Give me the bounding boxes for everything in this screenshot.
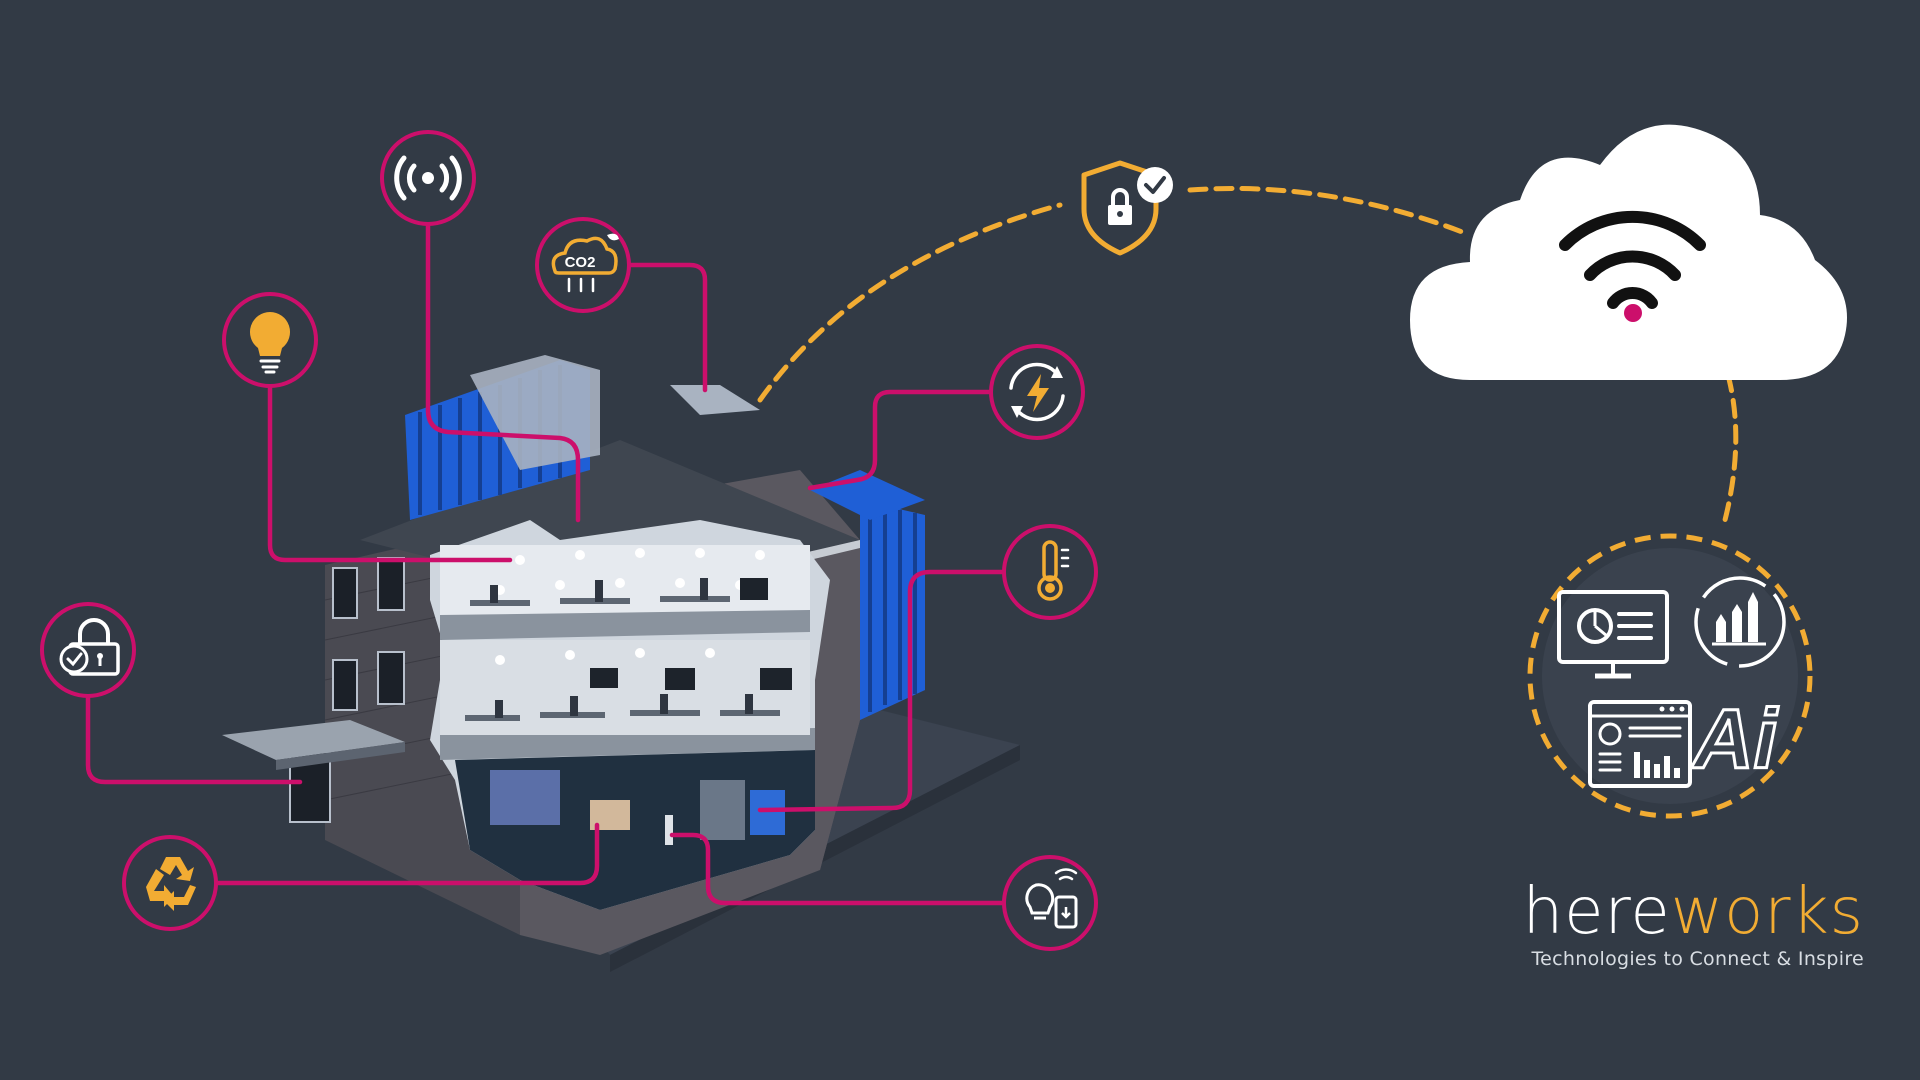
brand-tagline: Technologies to Connect & Inspire xyxy=(1531,948,1864,970)
security-lock-icon xyxy=(40,602,136,698)
brand-word-part1: here xyxy=(1522,875,1671,949)
shield-lock-check-icon xyxy=(1081,160,1173,256)
ai-icon: Ai xyxy=(1690,691,1781,788)
ai-label: Ai xyxy=(1691,692,1779,786)
sensor-icons: CO2 xyxy=(40,130,1098,951)
brand-word-part2: works xyxy=(1670,875,1864,949)
recycling-icon xyxy=(122,835,218,931)
analytics-growth-cycle-icon xyxy=(1694,576,1786,668)
connector-wireless xyxy=(425,222,581,523)
platform-hub: Ai xyxy=(1527,533,1813,819)
sensor-connectors xyxy=(85,222,1006,906)
cloud-to-platform-link xyxy=(1722,372,1739,523)
brand-logo: hereworks Technologies to Connect & Insp… xyxy=(1444,880,1864,970)
building-cutaway xyxy=(222,355,1020,972)
connector-smart-device xyxy=(669,832,1006,906)
cloud-link-lines xyxy=(757,185,1739,523)
co2-label: CO2 xyxy=(565,254,596,271)
smart-device-icon xyxy=(1002,855,1098,951)
security-to-cloud-link xyxy=(1187,185,1473,238)
connector-co2 xyxy=(622,262,708,393)
brand-wordmark: hereworks xyxy=(1444,880,1864,944)
connector-energy xyxy=(807,389,993,491)
rooftop-plant xyxy=(405,355,925,720)
thermometer-icon xyxy=(1002,524,1098,620)
connector-security xyxy=(85,694,303,785)
light-bulb-icon xyxy=(222,292,318,388)
co2-cloud-icon: CO2 xyxy=(535,217,631,313)
energy-cycle-icon xyxy=(989,344,1085,440)
cloud-wifi-icon xyxy=(1410,124,1847,381)
wireless-signal-icon xyxy=(380,130,476,226)
dashboard-monitor-icon xyxy=(1557,590,1669,679)
connector-recycling xyxy=(214,822,600,886)
connector-light xyxy=(267,377,513,563)
building-to-security-link xyxy=(757,202,1063,403)
connector-temperature xyxy=(757,569,1006,813)
report-browser-icon xyxy=(1588,700,1692,788)
